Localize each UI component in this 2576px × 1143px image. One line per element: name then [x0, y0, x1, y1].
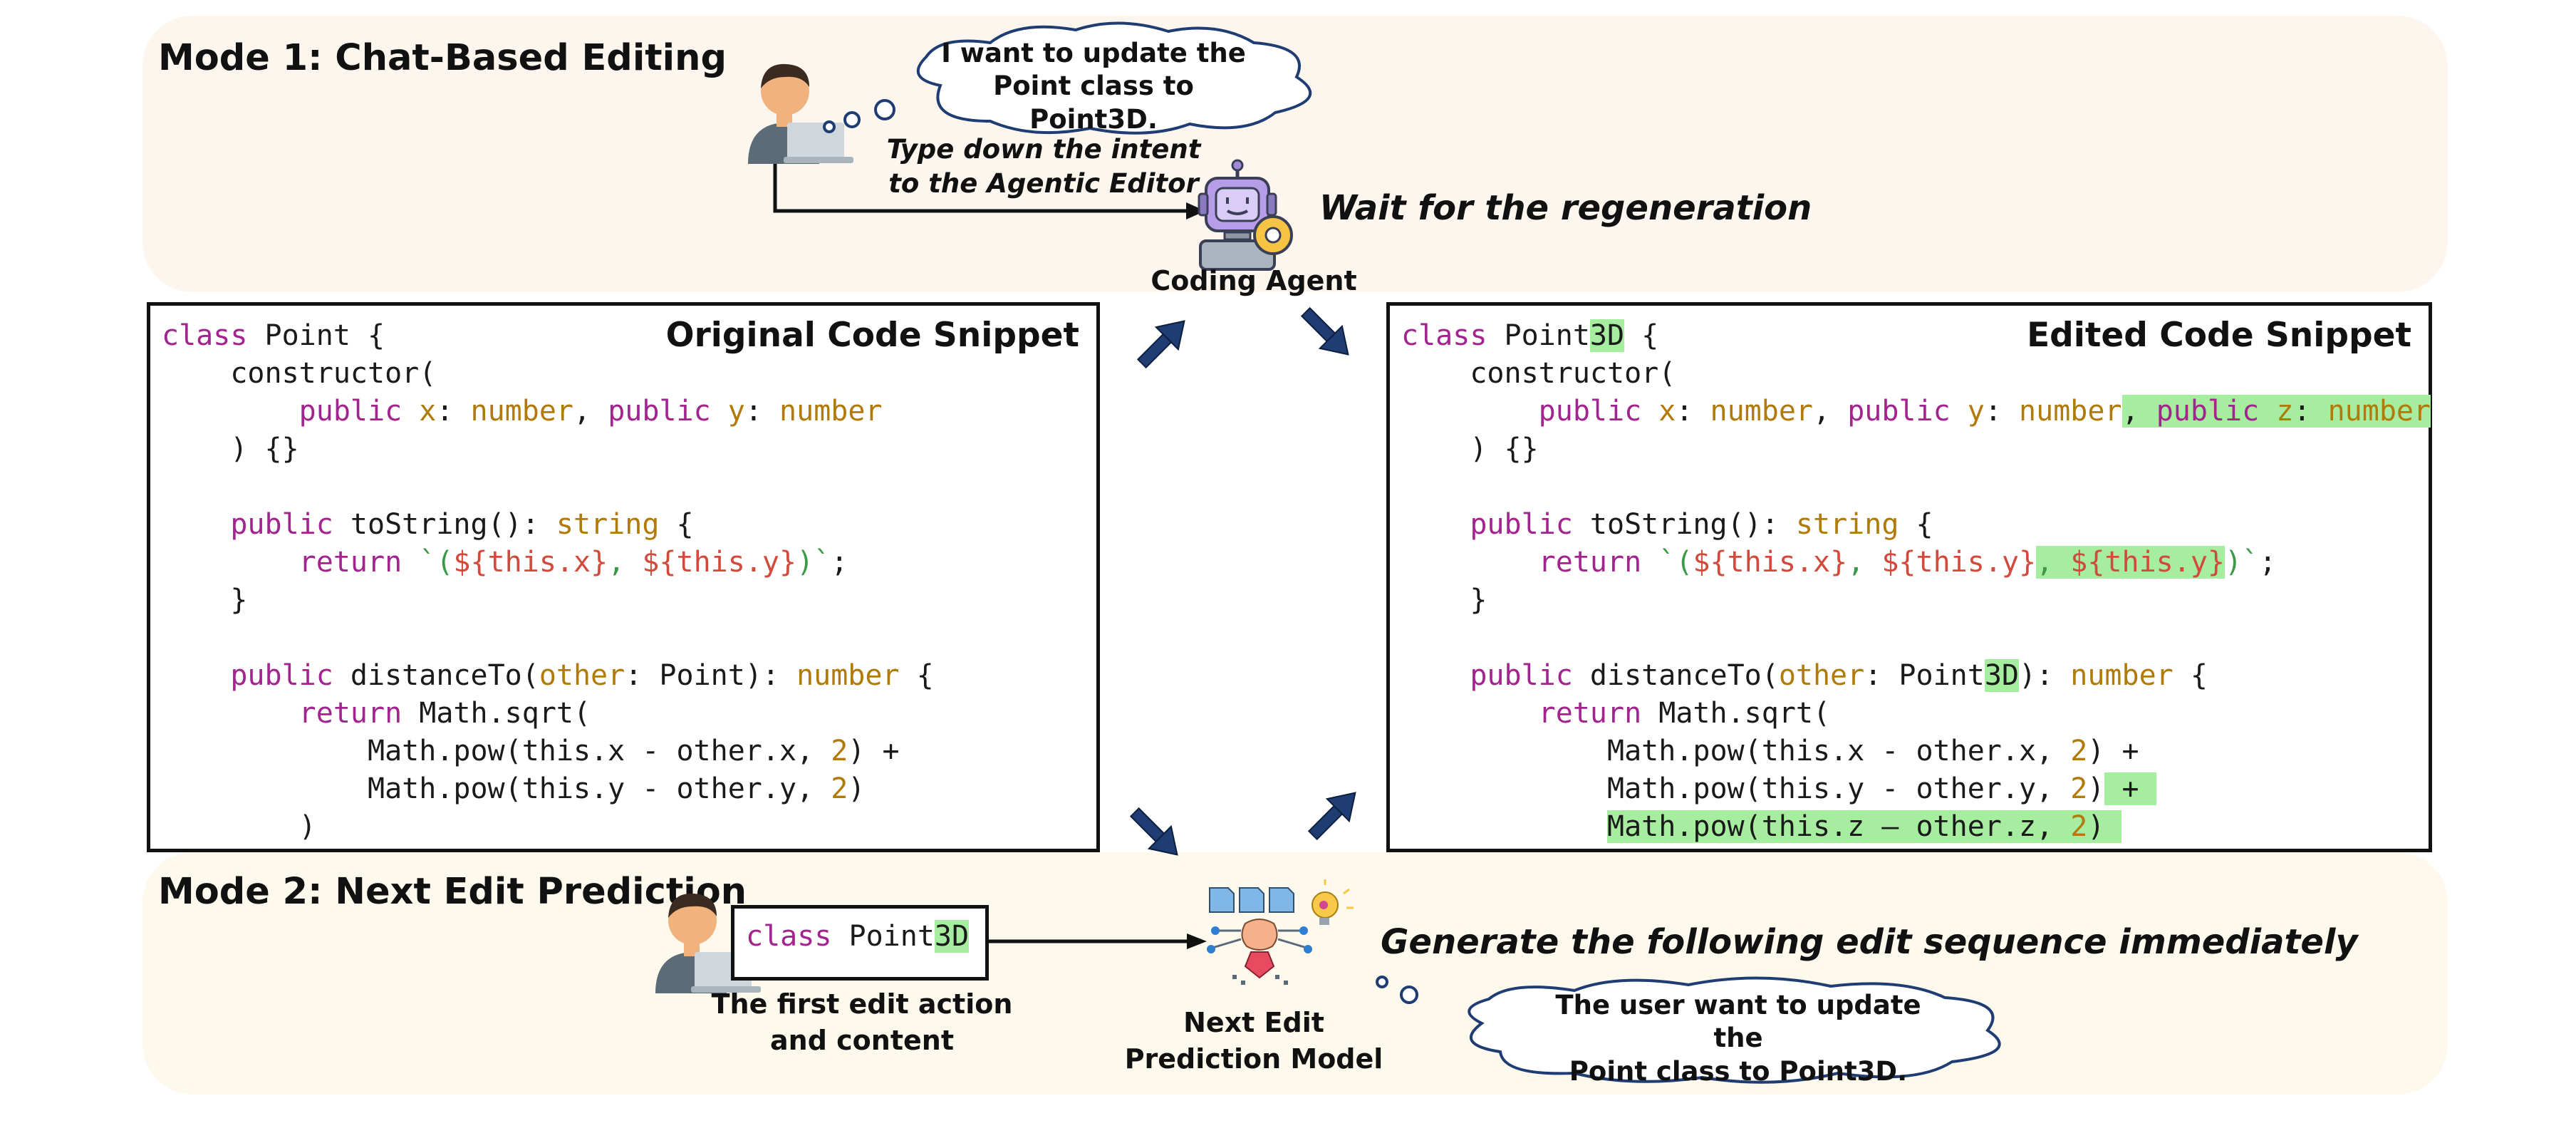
first-edit-snippet: class Point3D: [731, 905, 989, 981]
snippet-keyword: class: [746, 920, 832, 953]
first-edit-label-line2: and content: [770, 1025, 954, 1057]
mode1-instruction-line1: Type down the intent: [886, 134, 1201, 165]
arrow-to-agent: [1136, 320, 1185, 369]
mode1-instruction-line2: to the Agentic Editor: [888, 168, 1199, 200]
robot-agent-icon: [1198, 159, 1293, 271]
snippet-name: Point: [831, 920, 935, 953]
first-edit-code: class Point3D: [746, 919, 970, 954]
agent-label: Coding Agent: [1151, 265, 1357, 296]
mode2-thought-line1: The user want to update the: [1555, 990, 1921, 1054]
original-code-panel: Original Code Snippet class Point { cons…: [147, 302, 1100, 852]
edited-code: class Point3D { constructor( public x: n…: [1401, 319, 2431, 843]
wait-label: Wait for the regeneration: [1319, 188, 1812, 228]
mode1-thought-text: I want to update the Point class to Poin…: [926, 37, 1261, 136]
snippet-to-model-arrow: [989, 933, 1207, 949]
model-label-line2: Prediction Model: [1124, 1043, 1383, 1075]
flow-arrows: [1129, 306, 1356, 856]
snippet-added: 3D: [934, 920, 970, 953]
model-label-line1: Next Edit: [1183, 1007, 1324, 1038]
mode1-thought-line2: Point class to Point3D.: [993, 71, 1194, 135]
arrow-to-model: [1129, 807, 1178, 856]
model-label: Next Edit Prediction Model: [1111, 1005, 1396, 1078]
mode2-thought-line2: Point class to Point3D.: [1569, 1055, 1908, 1087]
original-code: class Point { constructor( public x: num…: [162, 319, 934, 843]
generate-label: Generate the following edit sequence imm…: [1381, 922, 2358, 962]
mode1-title: Mode 1: Chat-Based Editing: [158, 37, 727, 79]
mode1-instruction: Type down the intent to the Agentic Edit…: [876, 133, 1211, 201]
first-edit-label: The first edit action and content: [691, 986, 1033, 1060]
thought-cloud-icon-2: [1376, 976, 2001, 1084]
mode2-background: [142, 852, 2448, 1095]
intent-arrow: [773, 164, 1205, 219]
thought-cloud-icon: [823, 21, 1312, 135]
neural-model-icon: [1207, 879, 1354, 985]
first-edit-label-line1: The first edit action: [711, 988, 1013, 1020]
mode2-title: Mode 2: Next Edit Prediction: [158, 871, 747, 913]
mode1-thought-line1: I want to update the: [941, 38, 1246, 68]
edited-code-panel: Edited Code Snippet class Point3D { cons…: [1386, 302, 2432, 852]
original-panel-title: Original Code Snippet: [665, 316, 1079, 355]
edited-panel-title: Edited Code Snippet: [2027, 316, 2411, 355]
mode2-thought-text: The user want to update the Point class …: [1539, 989, 1938, 1088]
arrow-from-model: [1307, 792, 1356, 841]
arrow-from-agent: [1300, 306, 1349, 356]
